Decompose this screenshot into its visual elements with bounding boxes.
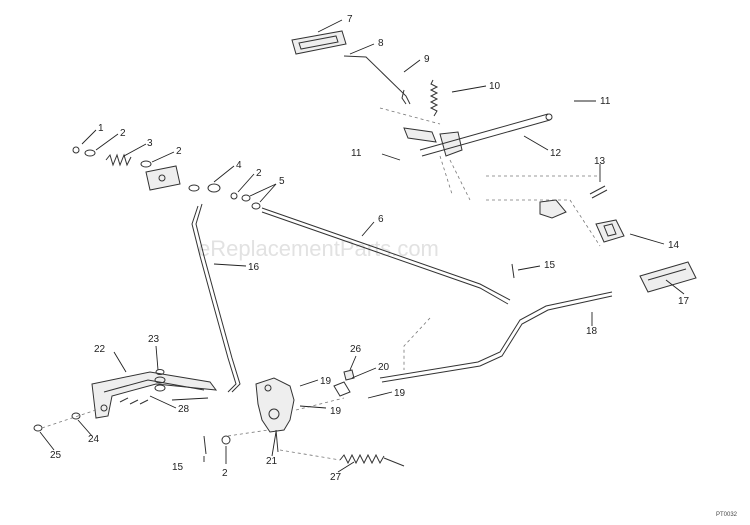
guide-line: [227, 429, 269, 437]
part-15-pin: [511, 263, 515, 279]
callout-4: 4: [236, 160, 242, 171]
part-18-rod: [379, 291, 613, 379]
guide-line: [279, 449, 341, 461]
part-10-spring: [429, 79, 439, 117]
callout-17: 17: [678, 296, 690, 307]
guide-line: [41, 409, 97, 429]
part-14-switch: [539, 199, 625, 243]
callout-9: 9: [424, 54, 430, 65]
callout-11: 11: [351, 148, 362, 159]
drawing-code: PT0032: [716, 512, 738, 518]
callout-8: 8: [378, 38, 384, 49]
part-6-cable: [261, 207, 511, 301]
part-15-bolt: [203, 435, 207, 455]
callout-15: 15: [544, 260, 556, 271]
guide-line: [295, 397, 345, 411]
callout-21: 21: [266, 456, 278, 467]
callout-19: 19: [320, 376, 332, 387]
part-2-washer: [221, 435, 231, 445]
part-25-nut: [33, 424, 43, 432]
callout-12: 12: [550, 148, 562, 159]
callout-15: 15: [172, 462, 184, 473]
callout-1: 1: [98, 123, 104, 134]
part-27-spring: [339, 453, 405, 467]
part-12-bracket: [403, 113, 553, 157]
callout-2: 2: [176, 146, 182, 157]
part-13-screw: [589, 185, 608, 199]
part-7-pad: [291, 30, 347, 55]
callout-2: 2: [256, 168, 262, 179]
part-18-rod: [381, 295, 613, 383]
part-1-3-hardware: [72, 146, 181, 191]
callout-5: 5: [279, 176, 285, 187]
callout-19: 19: [394, 388, 406, 399]
part-21-pedal-bracket: [255, 377, 295, 453]
callout-6: 6: [378, 214, 384, 225]
callout-22: 22: [94, 344, 106, 355]
guide-line: [403, 317, 431, 370]
callouts: 1 2 3 2 4 2 5 6 7 8 9 10 11 11 12 13 14 …: [50, 14, 690, 483]
callout-16: 16: [248, 262, 260, 273]
callout-14: 14: [668, 240, 680, 251]
part-20-clip: [333, 381, 351, 397]
part-26-clip: [343, 369, 355, 381]
guide-line: [379, 107, 441, 125]
part-9-clip: [401, 89, 407, 105]
callout-3: 3: [147, 138, 153, 149]
part-22-bracket: [91, 371, 218, 419]
part-23-stack: [154, 369, 166, 392]
part-4-5-hardware: [188, 183, 261, 210]
callout-13: 13: [594, 156, 606, 167]
watermark: eReplacementParts.com: [198, 236, 439, 261]
callout-23: 23: [148, 334, 160, 345]
callout-2: 2: [120, 128, 126, 139]
part-17-pedal-pad: [639, 261, 697, 293]
callout-20: 20: [378, 362, 390, 373]
part-24-washer: [71, 412, 81, 420]
part-6-cable: [261, 211, 509, 305]
guide-line: [449, 159, 471, 201]
callout-26: 26: [350, 344, 362, 355]
guide-line: [486, 175, 601, 247]
leader-lines: [39, 19, 685, 473]
callout-10: 10: [489, 81, 501, 92]
part-8-rod: [343, 55, 411, 105]
callout-27: 27: [330, 472, 342, 483]
callout-18: 18: [586, 326, 598, 337]
callout-7: 7: [347, 14, 353, 25]
part-16-rod: [191, 205, 237, 393]
callout-11: 11: [600, 96, 611, 107]
callout-25: 25: [50, 450, 62, 461]
part-16-rod: [195, 203, 241, 393]
guide-line: [439, 155, 453, 195]
callout-2: 2: [222, 468, 228, 479]
callout-28: 28: [178, 404, 190, 415]
callout-24: 24: [88, 434, 100, 445]
callout-19: 19: [330, 406, 342, 417]
